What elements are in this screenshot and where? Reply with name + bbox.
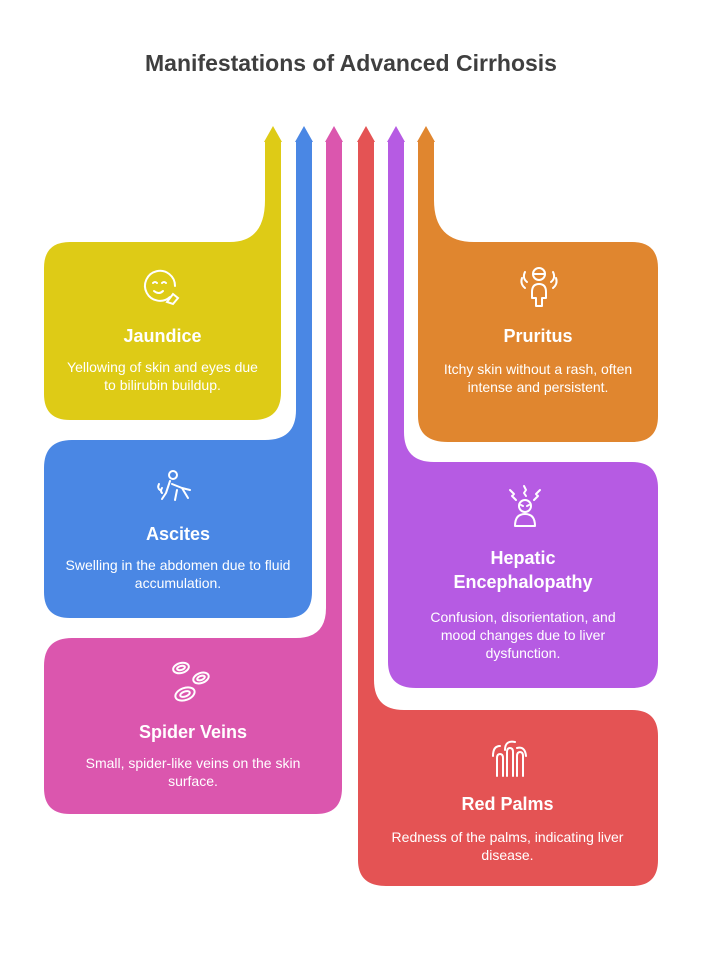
jaundice-arrow <box>264 126 282 142</box>
spider-veins-description: Small, spider-like veins on the skin sur… <box>85 755 301 789</box>
spider-veins-card: Spider Veins Small, spider-like veins on… <box>60 720 326 790</box>
red-palms-arrow <box>357 126 375 142</box>
jaundice-card: Jaundice Yellowing of skin and eyes due … <box>60 324 265 394</box>
ascites-shape <box>44 140 312 618</box>
crawling-person-icon <box>153 464 199 510</box>
hepatic-encephalopathy-description: Confusion, disorientation, and mood chan… <box>430 609 616 661</box>
ascites-card: Ascites Swelling in the abdomen due to f… <box>60 522 296 592</box>
confused-person-icon <box>502 484 548 530</box>
hepatic-encephalopathy-card: Hepatic Encephalopathy Confusion, disori… <box>418 546 628 662</box>
ascites-arrow <box>295 126 313 142</box>
face-icon <box>137 264 183 310</box>
pruritus-shape <box>418 140 658 442</box>
pruritus-arrow <box>417 126 435 142</box>
hepatic-encephalopathy-shape <box>388 140 658 688</box>
blood-cells-icon <box>167 660 213 706</box>
red-palms-shape <box>358 140 658 886</box>
jaundice-description: Yellowing of skin and eyes due to biliru… <box>67 359 258 393</box>
spider-veins-arrow <box>325 126 343 142</box>
ascites-title: Ascites <box>145 524 211 544</box>
spider-veins-shape <box>44 140 342 814</box>
red-palms-title: Red Palms <box>461 794 554 814</box>
pruritus-card: Pruritus Itchy skin without a rash, ofte… <box>434 324 642 396</box>
red-palms-description: Redness of the palms, indicating liver d… <box>391 829 624 863</box>
ascites-description: Swelling in the abdomen due to fluid acc… <box>65 557 291 591</box>
scratching-person-icon <box>516 264 562 310</box>
jaundice-title: Jaundice <box>123 326 202 346</box>
hepatic-encephalopathy-title: Hepatic Encephalopathy <box>453 548 593 592</box>
hand-fingers-icon <box>487 738 533 784</box>
pruritus-description: Itchy skin without a rash, often intense… <box>443 361 633 395</box>
jaundice-shape <box>44 140 281 420</box>
hepatic-encephalopathy-arrow <box>387 126 405 142</box>
red-palms-card: Red Palms Redness of the palms, indicati… <box>385 792 630 864</box>
spider-veins-title: Spider Veins <box>138 722 248 742</box>
page-title: Manifestations of Advanced Cirrhosis <box>145 50 557 76</box>
pruritus-title: Pruritus <box>503 326 573 346</box>
